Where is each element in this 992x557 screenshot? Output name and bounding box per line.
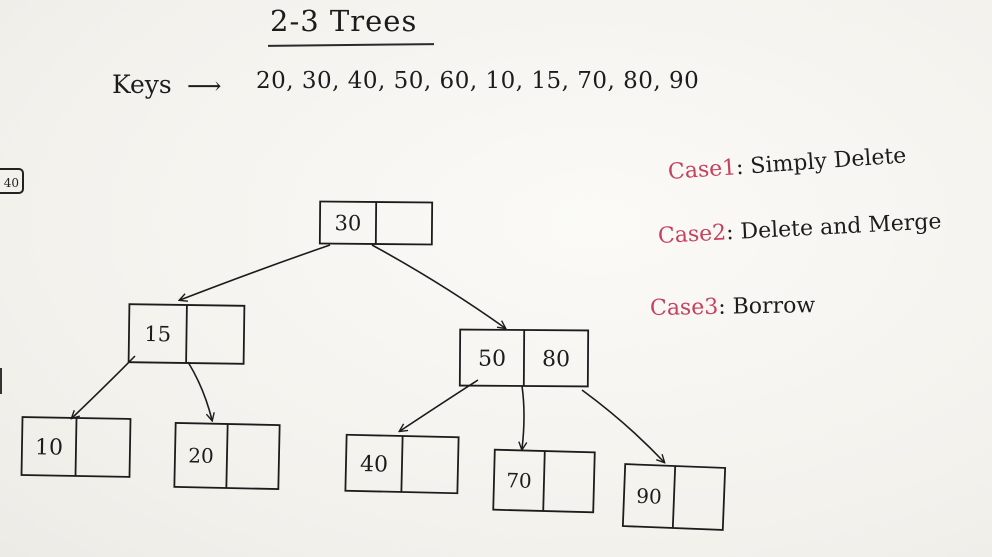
keys-values: 20, 30, 40, 50, 60, 10, 15, 70, 80, 90	[256, 68, 700, 94]
edge-left-leaf1	[72, 355, 136, 418]
tree-node-leaf3-key-0: 40	[360, 452, 389, 478]
tree-node-leaf4-key-0: 70	[506, 468, 532, 493]
edge-right-leaf5	[581, 389, 664, 462]
tree-node-left-divider	[185, 304, 188, 364]
tree-node-leaf5-divider	[671, 465, 677, 529]
edge-left-leaf2	[187, 361, 212, 420]
tree-node-left-key-0: 15	[144, 322, 171, 346]
tree-node-leaf1: 10	[20, 416, 132, 478]
tree-node-left: 15	[127, 303, 246, 365]
tree-node-leaf2-key-0: 20	[188, 443, 214, 468]
tree-node-leaf2: 20	[173, 421, 281, 491]
tree-node-leaf1-divider	[74, 417, 78, 477]
tree-node-leaf5-key-0: 90	[636, 484, 662, 509]
edge-root-left	[180, 244, 331, 300]
edge-root-right	[371, 244, 505, 328]
tree-node-right-key-0: 50	[478, 347, 506, 372]
tree-node-leaf5: 90	[621, 463, 727, 531]
tree-node-right: 50 80	[458, 328, 590, 388]
tree-node-root-key-0: 30	[335, 211, 362, 235]
tree-node-leaf4-divider	[542, 450, 546, 512]
edge-mark	[0, 368, 5, 394]
tree-node-leaf2-divider	[225, 423, 229, 489]
tree-node-right-key-1: 80	[542, 347, 570, 372]
keys-label: Keys	[112, 70, 172, 99]
side-node-tag: 40	[0, 168, 24, 194]
tree-node-leaf3: 40	[344, 433, 460, 495]
arrow-right-icon: ⟶	[187, 72, 222, 100]
page-title: 2-3 Trees	[270, 4, 418, 38]
tree-node-leaf1-key-0: 10	[35, 435, 63, 460]
tree-node-root: 30	[318, 200, 434, 246]
tree-node-leaf4: 70	[492, 448, 596, 514]
edge-right-leaf4	[522, 385, 524, 449]
tree-node-leaf3-divider	[400, 435, 404, 493]
edge-right-leaf3	[400, 379, 479, 431]
